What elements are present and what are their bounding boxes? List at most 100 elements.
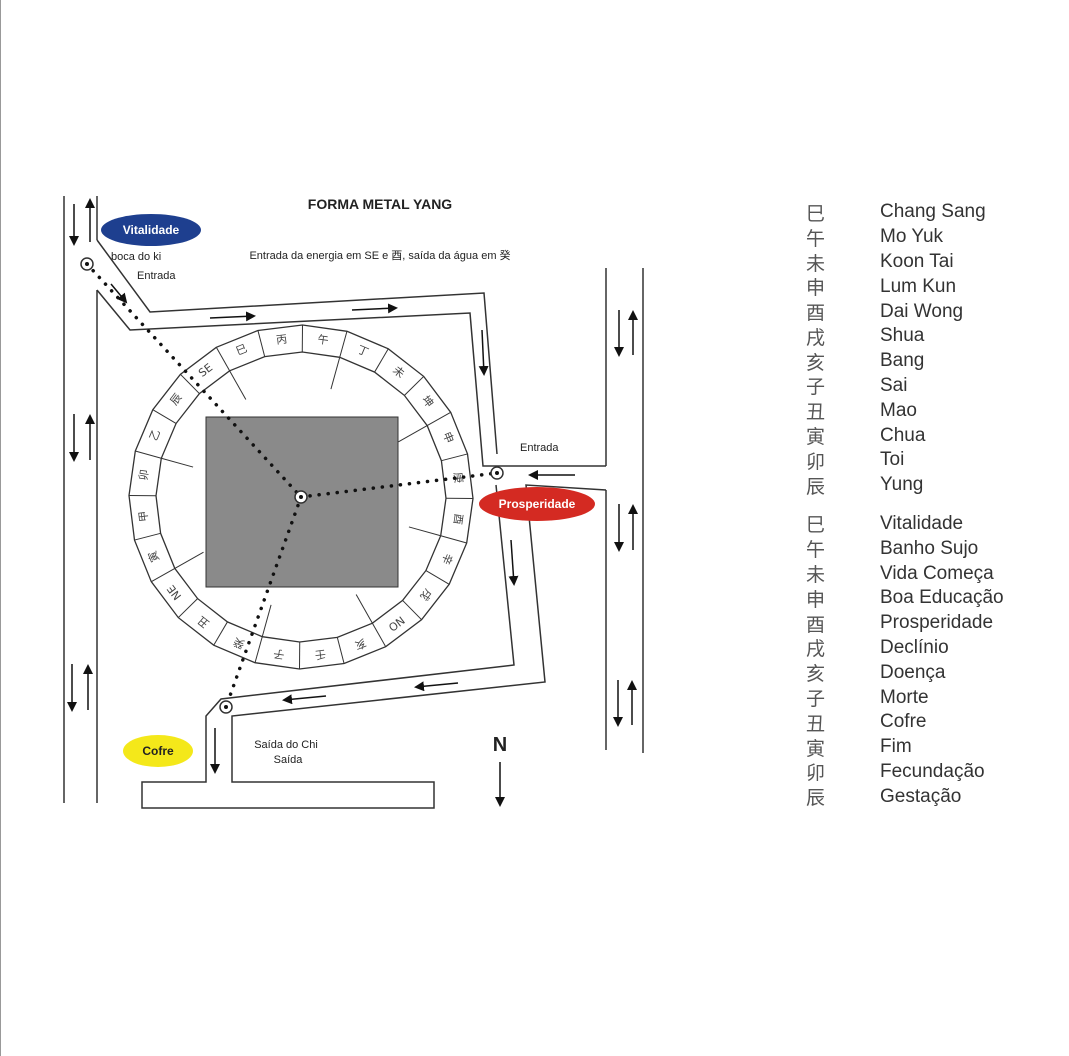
legend-name: Vida Começa <box>880 562 994 584</box>
legend-char: 丑 <box>806 401 826 424</box>
ring-divider <box>371 622 387 647</box>
compass-sector-label: 辛 <box>439 551 456 567</box>
compass-sector-label: 乙 <box>147 427 163 442</box>
compass-sector-label: 丁 <box>355 343 370 359</box>
compass-sector-label: 亥 <box>353 636 368 653</box>
ring-divider <box>213 621 228 646</box>
legend-name: Koon Tai <box>880 250 954 272</box>
legend-char: 申 <box>806 277 826 300</box>
legend-name: Cofre <box>880 711 927 733</box>
ring-divider <box>177 598 198 618</box>
compass-sector-label: 甲 <box>137 510 151 523</box>
legend-name: Banho Sujo <box>880 537 979 559</box>
entry-marker-top <box>80 257 94 271</box>
ring-divider <box>402 600 422 621</box>
legend-char: 亥 <box>806 663 826 686</box>
saida-label: Saída <box>274 754 304 766</box>
compass-sector-label: 巳 <box>234 342 249 358</box>
ring-divider <box>215 347 231 372</box>
sector-line <box>355 594 373 624</box>
legend-row: 酉 Prosperidade <box>806 611 1056 636</box>
ring-divider <box>440 535 467 544</box>
legend-row: 午 Mo Yuk <box>806 225 1056 250</box>
legend-name: Chua <box>880 424 926 446</box>
legend-row: 辰 Yung <box>806 473 1056 498</box>
entrada-top-label: Entrada <box>137 270 176 282</box>
ring-divider <box>151 567 176 583</box>
cofre-label: Cofre <box>142 744 174 758</box>
legend-char: 卯 <box>806 762 826 785</box>
legend-name: Lum Kun <box>880 275 957 297</box>
legend-char: 戌 <box>806 326 826 349</box>
legend-name: Declínio <box>880 636 949 658</box>
legend-char: 丑 <box>806 712 826 735</box>
compass-sector-label: 午 <box>317 333 330 347</box>
center-marker <box>294 490 308 504</box>
sector-line <box>408 526 441 537</box>
legend-row: 未 Vida Começa <box>806 561 1056 587</box>
ring-divider <box>425 570 450 585</box>
ring-divider <box>339 331 348 358</box>
boca-do-ki-label: boca do ki <box>111 251 161 263</box>
legend-char: 未 <box>806 564 826 587</box>
compass-sector-label: 丙 <box>275 333 288 347</box>
exit-marker <box>219 700 233 714</box>
diagram-subtitle: Entrada da energia em SE e 酉, saída da á… <box>249 248 510 262</box>
sector-line <box>398 425 428 443</box>
entrada-right-label: Entrada <box>520 442 559 454</box>
legend-name: Toi <box>880 449 905 471</box>
ring-divider <box>404 376 425 396</box>
sector-line <box>174 551 204 569</box>
legend-char: 辰 <box>806 475 826 498</box>
right-road-arrows <box>613 310 638 727</box>
legend-row: 申 Lum Kun <box>806 274 1056 300</box>
legend-name: Bang <box>880 350 925 372</box>
legend-char: 午 <box>806 227 826 250</box>
legend-name: Sai <box>880 374 908 396</box>
saida-do-chi-label: Saída do Chi <box>254 739 318 751</box>
prosperidade-label: Prosperidade <box>499 497 576 511</box>
feng-shui-diagram: FORMA METAL YANG Entrada da energia em S… <box>63 196 644 809</box>
ring-divider <box>254 636 263 663</box>
ring-divider <box>441 453 468 462</box>
right-road <box>605 268 644 753</box>
legend-char: 酉 <box>806 613 826 636</box>
legend-name: Boa Educação <box>880 587 1004 609</box>
compass-sector-label: 申 <box>440 430 456 445</box>
diagram-title: FORMA METAL YANG <box>308 196 453 212</box>
legend-name: Mo Yuk <box>880 226 944 248</box>
path-arrows <box>110 283 575 774</box>
legend-name: Doença <box>880 661 946 683</box>
legend-row: 寅 Chua <box>806 423 1056 449</box>
legend-row: 亥 Doença <box>806 660 1056 686</box>
legend-char: 巳 <box>806 202 826 225</box>
legend-name: Prosperidade <box>880 612 994 634</box>
entry-marker-right <box>490 466 504 480</box>
legend-char: 未 <box>806 252 826 275</box>
left-road <box>63 196 98 803</box>
legend-char: 酉 <box>806 302 826 325</box>
compass-sector-label: 酉 <box>451 513 465 526</box>
legend-name: Yung <box>880 474 924 496</box>
ring-divider <box>336 637 345 664</box>
legend-char: 戌 <box>806 638 826 661</box>
legend-row: 申 Boa Educação <box>806 586 1056 611</box>
legend-char: 寅 <box>806 426 826 449</box>
sector-line <box>261 604 272 637</box>
north-label: N <box>493 734 507 756</box>
legend-char: 申 <box>806 588 826 611</box>
legend-char: 子 <box>806 376 826 399</box>
legend-row: 未 Koon Tai <box>806 250 1056 275</box>
compass-sector-label: 庚 <box>451 471 466 484</box>
compass-sector-label: 癸 <box>231 635 247 652</box>
